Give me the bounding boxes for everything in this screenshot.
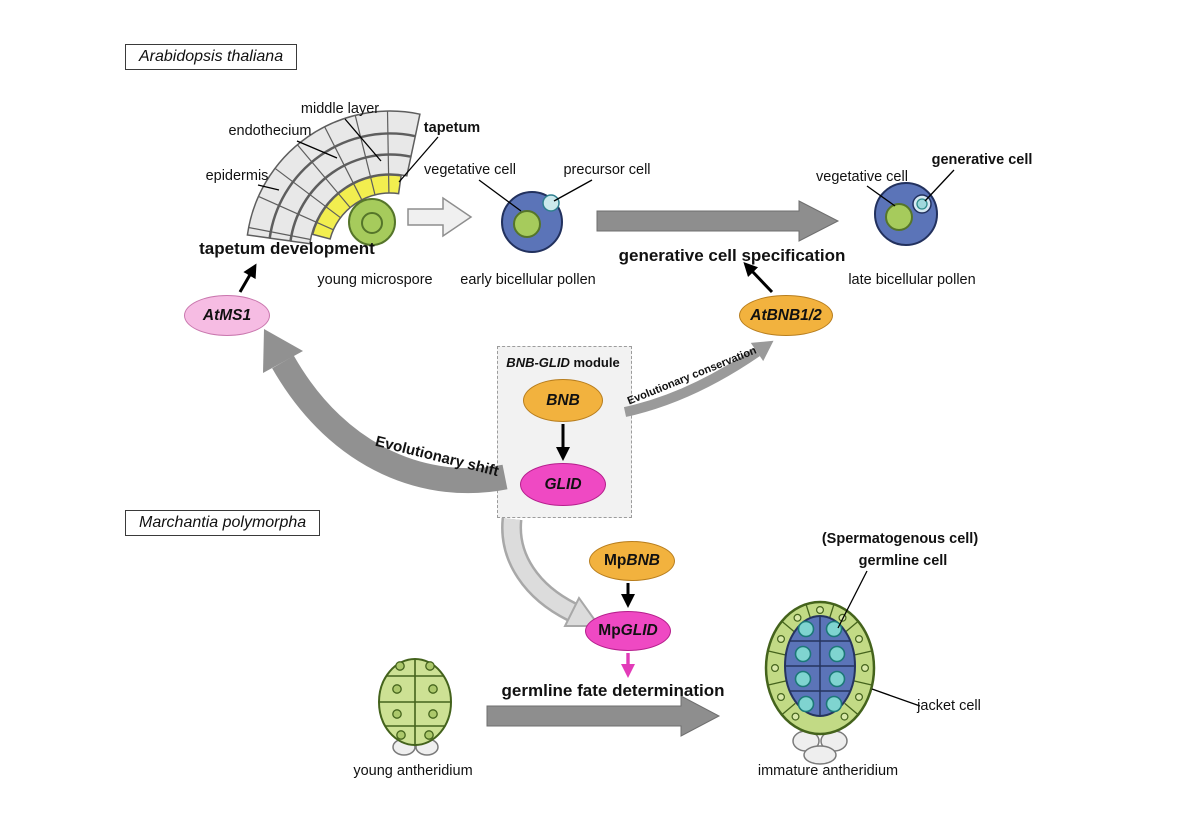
generative-cell-specification-label: generative cell specification (618, 246, 846, 265)
atbnb-gene-oval: AtBNB1/2 (739, 295, 833, 336)
module-title: BNB-GLID module (506, 355, 620, 370)
tapetum-development-label: tapetum development (199, 239, 375, 258)
bnb-gene-oval: BNB (523, 379, 603, 422)
atms1-gene-oval: AtMS1 (184, 295, 270, 336)
spermatogenous-cell-label: (Spermatogenous cell) (821, 531, 979, 547)
middle-layer-label: middle layer (300, 101, 380, 117)
late-bicellular-pollen-cell (874, 182, 938, 246)
vegetative-cell-early-label: vegetative cell (424, 162, 516, 178)
young-microspore-cell (348, 198, 396, 246)
species-label-arabidopsis: Arabidopsis thaliana (125, 44, 298, 70)
gene-to-process-arrows (238, 262, 774, 608)
epidermis-label: epidermis (205, 168, 269, 184)
precursor-cell-label: precursor cell (563, 162, 651, 178)
cell-division-lines (248, 110, 390, 241)
vegetative-cell-late-label: vegetative cell (816, 169, 908, 185)
generative-specification-arrow (596, 200, 840, 242)
endothecium-label: endothecium (228, 123, 312, 139)
germline-fate-arrow (486, 695, 721, 737)
early-bicellular-pollen-label: early bicellular pollen (460, 272, 596, 288)
anther-leader-lines (257, 118, 439, 191)
antheridium-leader-lines (837, 570, 921, 707)
microspore-to-pollen-arrow (407, 196, 473, 238)
immature-antheridium-label: immature antheridium (757, 763, 899, 779)
jacket-cell-divisions (767, 604, 873, 716)
immature-antheridium-drawing (764, 600, 876, 765)
early-pollen-leader-lines (478, 179, 593, 212)
generative-cell-label: generative cell (931, 152, 1033, 168)
early-bicellular-pollen-cell (501, 191, 563, 253)
germline-cells (794, 620, 846, 713)
tapetum-layer (311, 174, 402, 240)
glid-gene-oval: GLID (520, 463, 606, 506)
jacket-cell-label: jacket cell (917, 698, 981, 714)
species-label-marchantia: Marchantia polymorpha (125, 510, 321, 536)
evolutionary-shift-arrow (263, 329, 508, 494)
late-pollen-leader-lines (866, 169, 955, 207)
young-antheridium-label: young antheridium (353, 763, 473, 779)
germline-fate-determination-label: germline fate determination (501, 681, 725, 700)
young-microspore-label: young microspore (317, 272, 433, 288)
jacket-cell-nuclei (770, 605, 869, 721)
evolutionary-conservation-arrow (623, 340, 774, 417)
germline-cell-label: germline cell (858, 553, 948, 569)
tapetum-label: tapetum (423, 120, 481, 136)
precursor-cell-shape (542, 194, 560, 212)
module-to-marchantia-arrow (501, 517, 601, 627)
late-bicellular-pollen-label: late bicellular pollen (848, 272, 976, 288)
young-antheridium-drawing (378, 658, 452, 756)
anther-cross-section (246, 110, 421, 245)
